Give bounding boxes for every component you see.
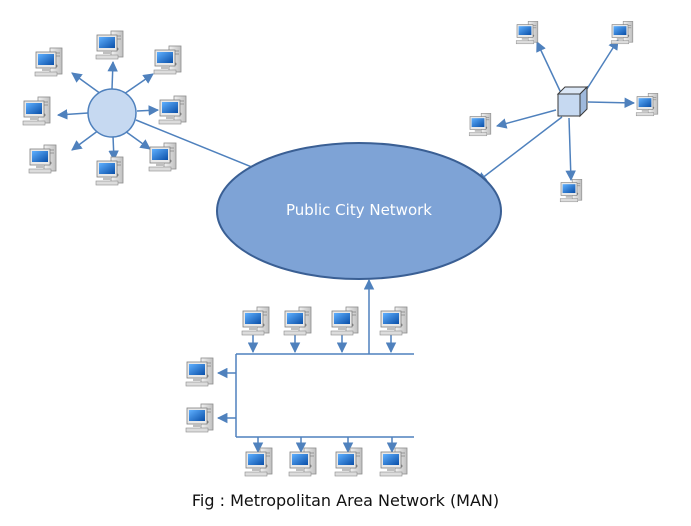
star-link — [136, 105, 160, 116]
star-link — [108, 135, 119, 162]
public-city-network-ellipse — [216, 142, 502, 280]
computer-icon — [610, 21, 634, 45]
computer-icon — [185, 357, 214, 387]
computer-icon — [158, 95, 187, 125]
computer-icon — [34, 47, 63, 77]
computer-icon — [330, 306, 359, 336]
computer-icon — [95, 30, 124, 60]
star-link — [124, 130, 151, 150]
computer-icon — [283, 306, 312, 336]
computer-icon — [244, 447, 273, 477]
switch-link — [565, 117, 576, 182]
computer-icon — [28, 144, 57, 174]
hub-circle — [87, 88, 137, 138]
computer-icon — [95, 156, 124, 186]
star-to-city-link — [135, 119, 265, 174]
switch-to-city-link — [476, 116, 563, 183]
switch-link — [495, 109, 557, 129]
network-links — [56, 39, 636, 454]
computer-icon — [22, 96, 51, 126]
star-link — [56, 109, 89, 120]
computer-icon — [468, 113, 492, 137]
computer-icon — [185, 403, 214, 433]
computer-icon — [515, 21, 539, 45]
computer-icon — [148, 142, 177, 172]
computer-icon — [153, 45, 182, 75]
computer-icon — [288, 447, 317, 477]
bus-network-computers — [185, 306, 408, 477]
public-city-network-label: Public City Network — [286, 201, 432, 219]
star-link — [107, 60, 118, 90]
computer-icon — [334, 447, 363, 477]
star-link — [71, 72, 102, 95]
star-link — [123, 73, 154, 95]
computer-icon — [379, 306, 408, 336]
switch-link — [584, 39, 619, 93]
computer-icon — [635, 93, 659, 117]
star-link — [71, 129, 100, 151]
computer-icon — [559, 178, 583, 203]
switch-link — [536, 41, 562, 94]
switch-cube-icon — [556, 85, 589, 118]
computer-icon — [241, 306, 270, 336]
computer-icon — [379, 447, 408, 477]
switch-link — [587, 97, 636, 109]
figure-caption: Fig : Metropolitan Area Network (MAN) — [191, 491, 500, 510]
